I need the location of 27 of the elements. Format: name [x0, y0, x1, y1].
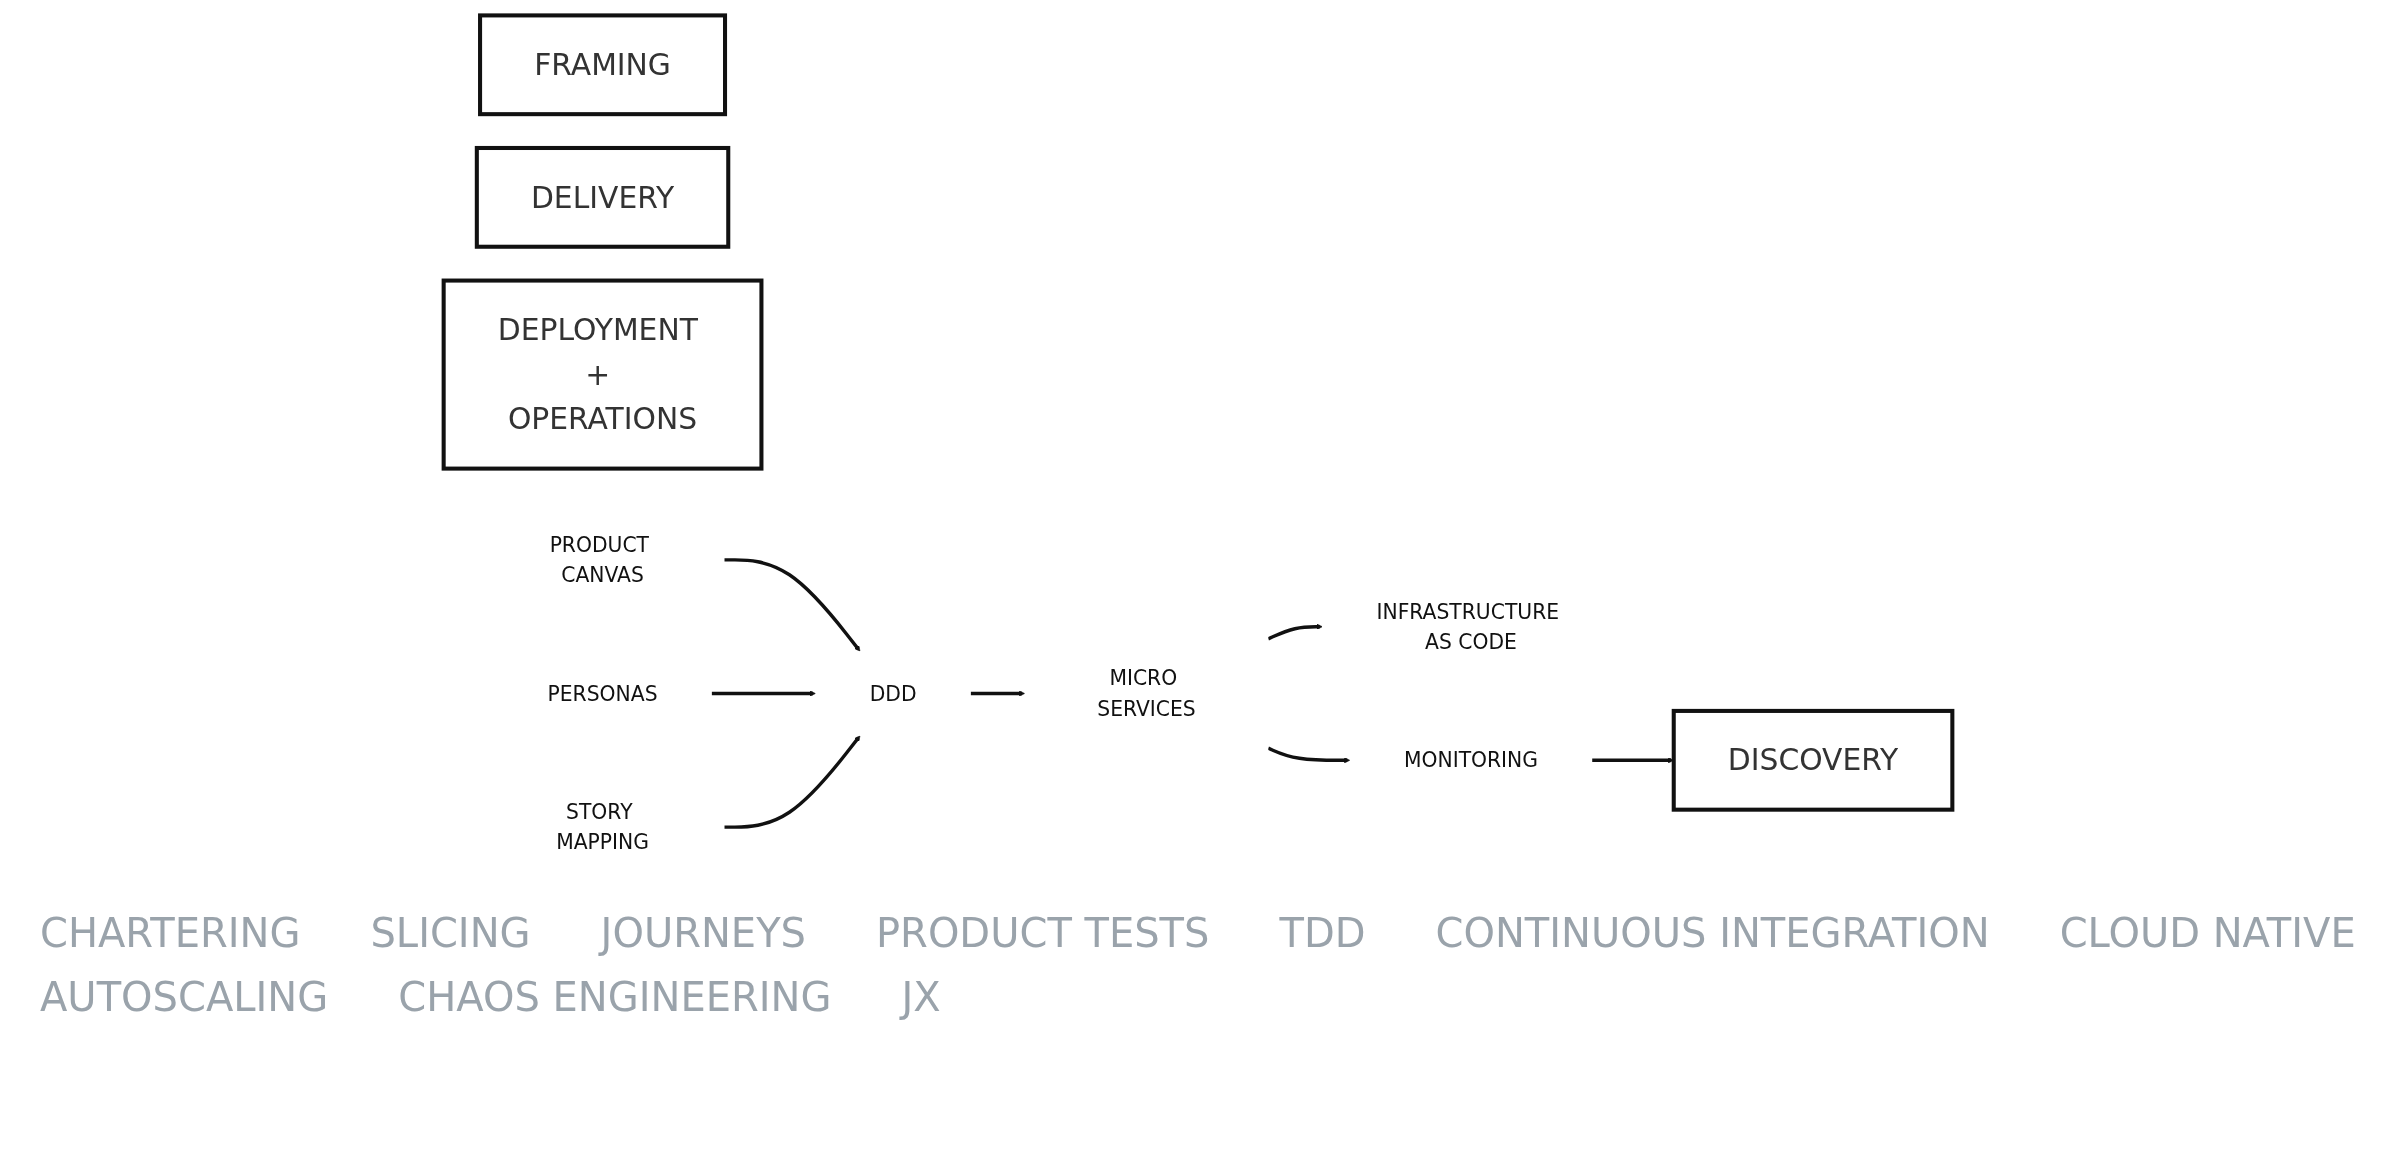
- note-text: AUTOSCALING: [40, 974, 329, 1020]
- arrow: [711, 690, 816, 697]
- node-text: MONITORING: [1404, 748, 1538, 773]
- note-text: PRODUCT TESTS: [875, 910, 1210, 956]
- arrow: [1267, 746, 1351, 764]
- node-text: INFRASTRUCTURE AS CODE: [1376, 599, 1560, 654]
- node-text: PERSONAS: [547, 681, 658, 706]
- note-text: CONTINUOUS INTEGRATION: [1435, 910, 1990, 956]
- node-text: PRODUCT CANVAS: [549, 532, 649, 587]
- note-text: JOURNEYS: [600, 910, 806, 956]
- node-box: DELIVERY: [474, 145, 731, 249]
- node-text: STORY MAPPING: [556, 800, 649, 855]
- arrow: [1267, 623, 1323, 641]
- note-text: CHAOS ENGINEERING: [398, 974, 832, 1020]
- arrow: [724, 735, 861, 829]
- note-text: SLICING: [370, 910, 531, 956]
- node-box: FRAMING: [478, 13, 728, 117]
- note-text: CHARTERING: [40, 910, 301, 956]
- note-text: CLOUD NATIVE: [2059, 910, 2356, 956]
- node-box: DISCOVERY: [1671, 708, 1955, 812]
- node-box: DEPLOYMENT + OPERATIONS: [441, 278, 764, 471]
- node-text: MICRO SERVICES: [1097, 666, 1196, 721]
- node-text: DDD: [869, 681, 917, 706]
- arrow: [724, 558, 861, 652]
- note-text: JX: [901, 974, 941, 1020]
- note-text: TDD: [1279, 910, 1366, 956]
- arrow: [970, 690, 1026, 697]
